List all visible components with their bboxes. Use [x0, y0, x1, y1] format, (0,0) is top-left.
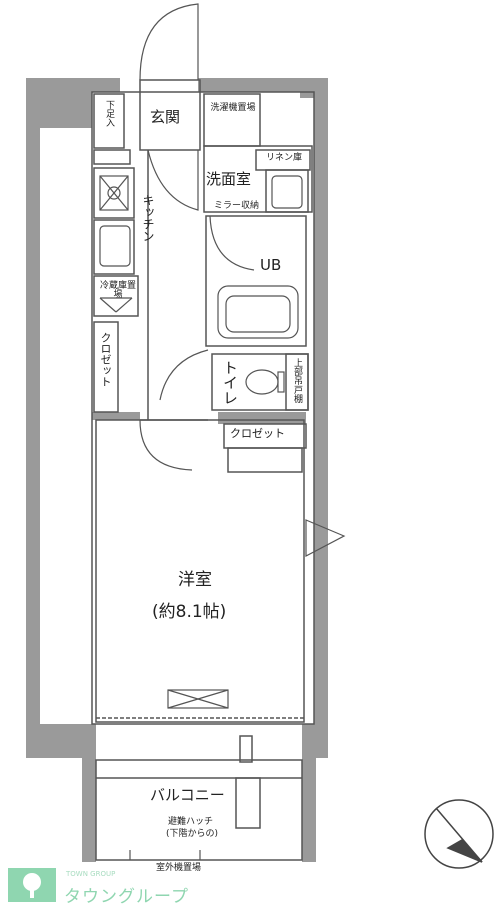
logo-subtitle: TOWN GROUP	[66, 870, 116, 878]
label-closet-left: クロゼット	[99, 332, 112, 387]
toilet-icon	[245, 369, 279, 395]
sink-icon	[271, 175, 303, 209]
label-balcony-note1: 避難ハッチ	[168, 817, 214, 827]
label-linen: リネン庫	[266, 153, 303, 163]
north-arrow-icon	[424, 799, 494, 869]
label-balcony-note2: (下階からの)	[166, 829, 219, 839]
walls	[26, 78, 328, 862]
label-youshitsu-size: (約8.1帖)	[152, 602, 227, 622]
label-mirror: ミラー収納	[214, 201, 260, 211]
door-swing-icon	[139, 3, 346, 557]
label-genkan: 玄関	[150, 108, 181, 126]
label-youshitsu: 洋室	[178, 570, 212, 590]
logo-name: タウングループ	[64, 887, 189, 907]
interior-lines	[91, 79, 315, 861]
label-ub: UB	[260, 256, 282, 274]
bathtub-icon	[217, 285, 299, 339]
label-closet-right: クロゼット	[230, 427, 285, 440]
label-toilet: トイレ	[221, 360, 239, 405]
label-sentakuki: 洗濯機置場	[210, 103, 256, 113]
fixtures	[99, 175, 303, 860]
label-toilet-storage: 上部吊戸棚	[292, 358, 302, 403]
label-kitchen: キッチン	[141, 194, 155, 242]
label-balcony-note3: 室外機置場	[156, 863, 202, 873]
label-reizouko: 冷蔵庫置場	[100, 281, 137, 300]
label-senmenshitsu: 洗面室	[206, 170, 252, 188]
company-logo: TOWN GROUP タウングループ	[8, 868, 238, 907]
tree-logo-icon	[8, 868, 56, 902]
stove-icon	[99, 175, 129, 211]
label-balcony: バルコニー	[150, 786, 225, 804]
label-shitabako: 下足入	[104, 100, 114, 127]
